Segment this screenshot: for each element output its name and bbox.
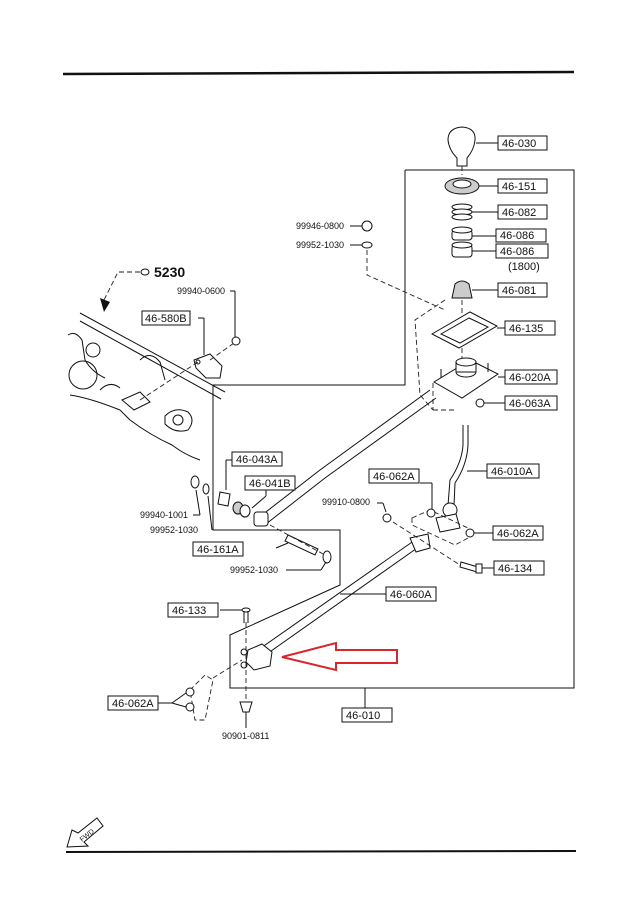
- bottom-rule: [65, 850, 577, 853]
- note-1800: (1800): [508, 261, 540, 273]
- label-46-135: 46-135: [504, 320, 556, 336]
- stud-icon: [275, 534, 319, 556]
- label-46-041B: 46-041B: [244, 475, 296, 491]
- lever-base-icon: [433, 357, 505, 399]
- label-46-043A: 46-043A: [231, 451, 283, 467]
- svg-text:46-082: 46-082: [502, 207, 536, 219]
- label-46-010A: 46-010A: [486, 463, 540, 479]
- shift-lever-icon: [435, 425, 487, 533]
- svg-text:46-580B: 46-580B: [145, 313, 187, 325]
- label-46-020A: 46-020A: [504, 369, 558, 385]
- axis-line: [139, 361, 199, 401]
- washer-icon: [286, 550, 332, 571]
- bracket-580-icon: [193, 317, 223, 379]
- hw-99940-1001: 99940-1001: [140, 510, 188, 520]
- washer-pair-icon: [190, 475, 213, 531]
- hw-99946-0800: 99946-0800: [296, 221, 344, 231]
- label-46-063A: 46-063A: [504, 395, 558, 411]
- axis-line: [269, 524, 326, 556]
- reference-number: 5230: [154, 264, 185, 280]
- label-46-151: 46-151: [497, 178, 548, 194]
- hw-99910-0800: 99910-0800: [322, 497, 370, 507]
- svg-text:46-151: 46-151: [502, 181, 536, 193]
- shift-knob-icon: [447, 126, 498, 167]
- nut-99946-icon: [350, 220, 373, 249]
- svg-text:46-133: 46-133: [172, 605, 206, 617]
- nut-99910-icon: [377, 502, 392, 523]
- highlight-arrow-icon: [281, 641, 398, 672]
- top-rule: [62, 70, 575, 76]
- svg-text:46-041B: 46-041B: [249, 478, 291, 490]
- label-46-086-a: 46-086: [495, 228, 547, 243]
- svg-text:46-134: 46-134: [498, 563, 532, 575]
- boot-icon: [444, 177, 498, 195]
- axis-line: [414, 299, 446, 411]
- extension-rod-icon: [253, 389, 437, 527]
- svg-text:46-030: 46-030: [502, 138, 536, 150]
- svg-text:46-081: 46-081: [502, 285, 536, 297]
- svg-text:46-043A: 46-043A: [236, 454, 278, 466]
- label-46-060A: 46-060A: [385, 586, 437, 602]
- joint-icon: [240, 643, 273, 671]
- transmission-case-icon: [67, 312, 226, 461]
- svg-text:46-062A: 46-062A: [497, 528, 539, 540]
- fwd-arrow-icon: FWD: [66, 817, 104, 848]
- bushing-icon: [451, 226, 496, 258]
- axis-line: [212, 659, 243, 679]
- bushing-041-icon: [232, 490, 267, 518]
- svg-text:46-063A: 46-063A: [509, 398, 551, 410]
- label-46-161A: 46-161A: [192, 541, 244, 557]
- axis-line: [209, 342, 235, 361]
- label-46-082: 46-082: [497, 204, 548, 220]
- label-46-133: 46-133: [167, 602, 219, 618]
- bolt-icon: [475, 398, 505, 408]
- hw-99952-1030-mid: 99952-1030: [150, 525, 198, 535]
- hw-99952-1030-top: 99952-1030: [296, 240, 344, 250]
- svg-text:46-062A: 46-062A: [373, 471, 415, 483]
- svg-text:46-161A: 46-161A: [197, 544, 239, 556]
- hw-99952-1030-low: 99952-1030: [230, 565, 278, 575]
- hw-90901-0811: 90901-0811: [222, 731, 269, 741]
- label-46-010: 46-010: [341, 707, 393, 723]
- reference-arrow-icon: [100, 268, 150, 312]
- label-46-086-b: 46-086: [495, 243, 549, 259]
- shift-rod-icon: [257, 533, 431, 657]
- svg-text:46-020A: 46-020A: [509, 372, 551, 384]
- label-46-062A-top: 46-062A: [368, 468, 420, 484]
- svg-text:46-060A: 46-060A: [390, 589, 432, 601]
- label-46-062A-right: 46-062A: [492, 525, 544, 541]
- label-46-081: 46-081: [497, 282, 548, 298]
- bracket-nuts-icon: [411, 482, 493, 546]
- label-46-030: 46-030: [497, 135, 548, 151]
- svg-text:46-086: 46-086: [500, 246, 534, 258]
- nut-pair-icon: [158, 674, 214, 721]
- svg-text:46-086: 46-086: [500, 230, 534, 242]
- svg-text:46-010: 46-010: [346, 710, 380, 722]
- pin-icon: [220, 607, 251, 623]
- bolt-46-134-icon: [459, 561, 495, 574]
- svg-text:46-010A: 46-010A: [491, 466, 533, 478]
- label-46-580B: 46-580B: [141, 310, 191, 326]
- assembly-outline: [212, 169, 575, 689]
- svg-text:46-135: 46-135: [509, 323, 543, 335]
- axis-line: [366, 250, 446, 311]
- hw-99940-0600: 99940-0600: [177, 286, 225, 296]
- svg-text:46-062A: 46-062A: [112, 698, 154, 710]
- nut-icon: [239, 701, 253, 728]
- spring-icon: [451, 203, 498, 221]
- gasket-icon: [430, 311, 505, 349]
- axis-line: [392, 521, 461, 566]
- label-46-062A-left: 46-062A: [107, 695, 159, 711]
- bushing-043-icon: [217, 459, 232, 507]
- nut-99940-0600-icon: [230, 290, 241, 346]
- label-46-134: 46-134: [493, 560, 545, 576]
- seat-icon: [451, 280, 498, 299]
